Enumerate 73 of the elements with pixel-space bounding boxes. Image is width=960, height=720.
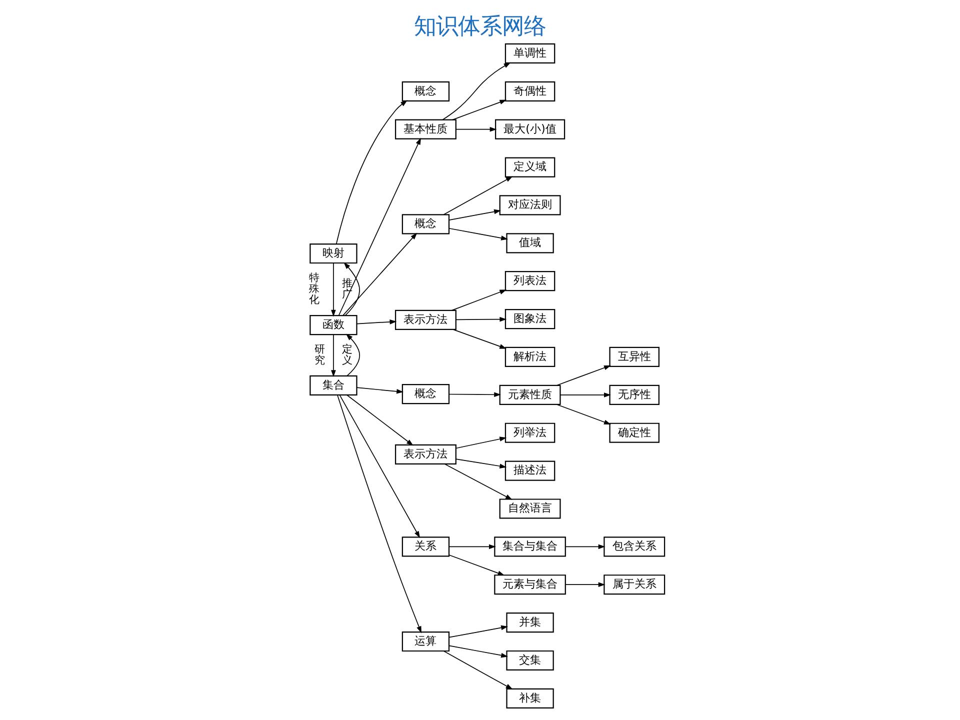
node-box: 列举法 (504, 422, 556, 443)
arrow (337, 394, 422, 634)
arrow (452, 329, 507, 349)
node-box: 映射 (310, 243, 358, 264)
node-box: 函数 (310, 315, 358, 336)
node-box: 互异性 (609, 346, 660, 368)
edge-label: 研究 (314, 343, 325, 367)
arrow (336, 100, 408, 244)
arrow (344, 262, 360, 316)
arrow (443, 650, 513, 690)
node-box: 交集 (506, 650, 554, 671)
arrow (448, 625, 508, 638)
node-box: 元素性质 (499, 384, 561, 405)
arrow (338, 138, 421, 316)
arrow (356, 320, 397, 324)
arrow (565, 544, 606, 550)
node-box: 概念 (402, 214, 450, 234)
node-box: 概念 (402, 384, 450, 404)
arrow (356, 387, 404, 394)
node-box: 自然语言 (499, 498, 561, 519)
arrow (331, 334, 336, 378)
arrow (448, 392, 501, 398)
arrow (556, 404, 611, 425)
node-box: 解析法 (504, 346, 556, 368)
node-box: 元素与集合 (494, 574, 566, 595)
node-box: 概念 (402, 81, 450, 102)
arrow (443, 176, 513, 216)
arrow (339, 394, 420, 538)
node-box: 列表法 (504, 271, 556, 292)
node-box: 属于关系 (604, 574, 666, 595)
node-box: 关系 (402, 536, 450, 557)
node-box: 运算 (402, 631, 450, 652)
edge-label: 特殊化 (309, 272, 320, 306)
node-box: 奇偶性 (504, 81, 556, 102)
edge-label: 定义 (342, 343, 352, 367)
arrow (451, 290, 507, 311)
arrow (448, 209, 501, 220)
node-box: 表示方法 (394, 444, 456, 464)
node-box: 最大(小)值 (495, 119, 566, 140)
node-box: 确定性 (609, 422, 660, 443)
arrow (346, 334, 360, 376)
arrow (556, 365, 611, 386)
node-box: 单调性 (504, 43, 556, 64)
node-box: 对应法则 (499, 195, 561, 216)
arrow (342, 232, 418, 316)
diagram-title: 知识体系网络 (414, 13, 546, 40)
arrow (346, 394, 414, 446)
arrow (565, 582, 606, 588)
node-box: 表示方法 (394, 310, 456, 330)
arrow (442, 62, 511, 120)
arrow (448, 645, 508, 658)
arrow (448, 554, 505, 576)
node-box: 值域 (506, 233, 554, 254)
node-box: 定义域 (504, 157, 556, 178)
node-box: 集合 (310, 375, 358, 396)
arrow (448, 228, 508, 240)
node-box: 基本性质 (394, 119, 456, 140)
node-box: 图象法 (504, 309, 556, 330)
arrow (444, 464, 512, 500)
node-box: 并集 (506, 612, 554, 633)
arrow (331, 262, 336, 317)
node-box: 集合与集合 (494, 536, 566, 557)
arrow (452, 100, 507, 120)
arrow (456, 458, 507, 468)
arrow (560, 392, 611, 398)
arrow (456, 316, 507, 322)
node-box: 补集 (506, 688, 554, 708)
node-box: 包含关系 (604, 536, 666, 557)
arrow (448, 544, 496, 550)
node-box: 无序性 (609, 384, 660, 405)
arrow (456, 126, 497, 132)
arrow (456, 436, 507, 449)
node-box: 描述法 (504, 460, 556, 481)
